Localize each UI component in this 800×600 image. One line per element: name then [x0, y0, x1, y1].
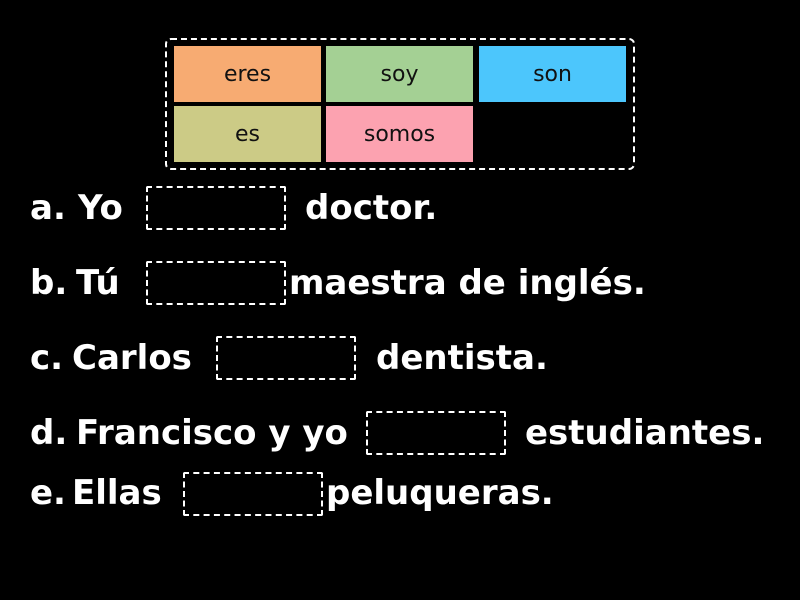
sentence-a-after: doctor.: [305, 188, 438, 228]
word-bank: [165, 38, 635, 170]
tile-son[interactable]: son: [479, 46, 626, 102]
sentence-a-prefix: a.: [30, 188, 66, 228]
sentence-c-prefix: c.: [30, 338, 64, 378]
sentence-d-after: estudiantes.: [525, 413, 765, 453]
tile-es[interactable]: es: [174, 106, 321, 162]
sentence-d-before: Francisco y yo: [76, 413, 348, 453]
tile-eres[interactable]: eres: [174, 46, 321, 102]
tile-somos[interactable]: somos: [326, 106, 473, 162]
sentence-e-before: Ellas: [72, 473, 162, 513]
sentence-c-after: dentista.: [376, 338, 548, 378]
drop-slot-e[interactable]: [183, 472, 323, 516]
drop-slot-b[interactable]: [146, 261, 286, 305]
drop-slot-d[interactable]: [366, 411, 506, 455]
drop-slot-c[interactable]: [216, 336, 356, 380]
sentence-e-after: peluqueras.: [326, 473, 554, 513]
tile-soy[interactable]: soy: [326, 46, 473, 102]
sentence-a-before: Yo: [78, 188, 123, 228]
sentence-b-before: Tú: [76, 263, 120, 303]
sentence-e-prefix: e.: [30, 473, 66, 513]
sentence-d-prefix: d.: [30, 413, 68, 453]
sentence-b-prefix: b.: [30, 263, 68, 303]
sentence-c-before: Carlos: [72, 338, 192, 378]
sentence-b-after: maestra de inglés.: [289, 263, 646, 303]
drop-slot-a[interactable]: [146, 186, 286, 230]
